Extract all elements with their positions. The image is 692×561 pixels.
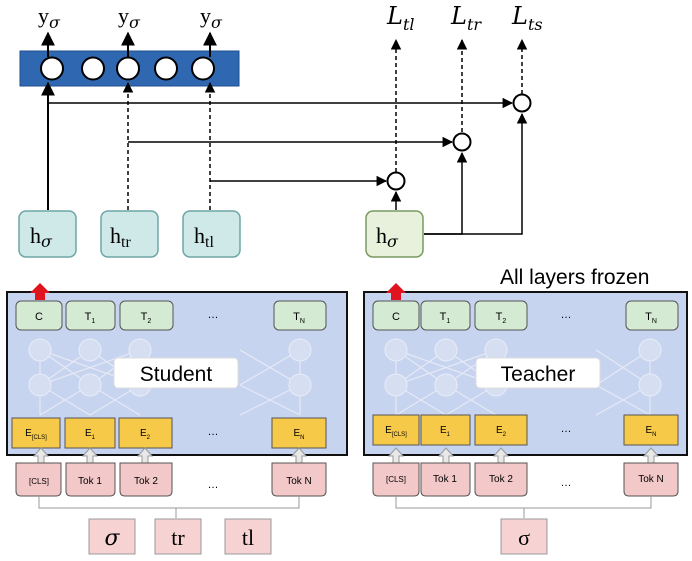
teacher-emb-ellipsis: … (561, 423, 572, 435)
student-input-tr: tr (171, 525, 185, 550)
student-emb-1: E1 (85, 428, 96, 441)
loss-tr-label: Ltr (450, 2, 482, 34)
teacher-top-1: T1 (440, 311, 451, 325)
student-name-box (113, 357, 239, 389)
teacher-name-box (475, 357, 601, 389)
teacher-model: C T1 T2 … TN Teacher E[CLS] E1 E2 … EN (363, 283, 688, 456)
student-input-tl: tl (242, 525, 254, 550)
student-input-boxes: σ tr tl (88, 518, 272, 555)
teacher-network-nodes (384, 338, 662, 397)
h-teacher-to-tr (424, 151, 468, 235)
student-top-ellipsis: … (208, 309, 219, 321)
output-node-1 (40, 56, 64, 81)
y-sigma-label-2: yσ (118, 3, 141, 32)
teacher-embeddings: E[CLS] E1 E2 … EN (372, 414, 679, 446)
teacher-input-box: σ (500, 518, 548, 555)
student-emb-0: E[CLS] (25, 428, 47, 441)
teacher-top-cells: C T1 T2 … TN (372, 300, 679, 331)
student-model: C T1 T2 … TN Student E[CLS] E1 E2 … EN (6, 283, 348, 456)
compare-node-ts (512, 93, 532, 113)
output-vector (19, 50, 240, 87)
teacher-emb-2: E2 (496, 425, 507, 438)
compare-node-tl (386, 171, 406, 191)
teacher-tok-2: Tok 2 (489, 474, 513, 485)
frozen-label: All layers frozen (500, 266, 649, 289)
output-node-2 (81, 56, 105, 81)
teacher-emb-0: E[CLS] (385, 425, 407, 438)
loss-ts-label: Lts (511, 2, 543, 34)
loss-tl-label: Ltl (386, 2, 414, 34)
y-sigma-label-3: yσ (200, 3, 223, 32)
teacher-emb-n: EN (645, 425, 656, 438)
student-top-cells: C T1 T2 … TN (15, 300, 327, 331)
h-tr-box: htr (100, 210, 159, 258)
teacher-input-bracket (395, 496, 652, 509)
h-sigma-teacher-label: hσ (376, 223, 399, 251)
teacher-tok-1: Tok 1 (433, 474, 457, 485)
student-top-2: T2 (141, 311, 152, 325)
h-sigma-teacher-box: hσ (365, 210, 424, 258)
student-input-tokens: [CLS] Tok 1 Tok 2 … Tok N (15, 462, 327, 497)
teacher-top-2: T2 (496, 311, 507, 325)
teacher-top-ellipsis: … (561, 309, 572, 321)
teacher-emb-1: E1 (440, 425, 451, 438)
student-output-red-arrow (30, 283, 50, 300)
h-sigma-student-box: hσ (18, 210, 77, 258)
output-node-5 (191, 56, 215, 81)
student-input-bracket (38, 496, 300, 509)
output-node-3 (116, 56, 140, 81)
y-sigma-label-1: yσ (38, 3, 61, 32)
teacher-tok-ellipsis: … (561, 477, 572, 489)
teacher-output-red-arrow (386, 283, 406, 300)
student-top-0: C (35, 311, 43, 323)
teacher-top-n: TN (645, 311, 657, 325)
student-name: Student (140, 363, 213, 386)
teacher-tok-n: Tok N (638, 474, 664, 485)
output-node-4 (154, 56, 178, 81)
teacher-tok-cls: [CLS] (386, 475, 406, 484)
h-tr-label: htr (110, 223, 131, 251)
student-tok-ellipsis: … (208, 479, 219, 491)
teacher-input-tokens: [CLS] Tok 1 Tok 2 … Tok N (372, 462, 679, 497)
student-tok-2: Tok 2 (134, 476, 158, 487)
student-top-1: T1 (85, 311, 96, 325)
y-output-labels: yσ yσ yσ (38, 3, 223, 32)
student-emb-n: EN (293, 428, 304, 441)
teacher-name: Teacher (501, 363, 576, 386)
student-top-n: TN (293, 311, 305, 325)
h-sigma-student-label: hσ (30, 223, 53, 251)
teacher-input-sigma: σ (518, 525, 530, 550)
h-teacher-to-ts (424, 112, 528, 235)
h-tl-label: htl (194, 223, 214, 251)
teacher-top-0: C (392, 311, 400, 323)
student-input-sigma: σ (104, 526, 120, 551)
student-emb-ellipsis: … (208, 426, 219, 438)
student-tok-n: Tok N (286, 476, 312, 487)
student-tok-cls: [CLS] (29, 477, 49, 486)
compare-node-tr (452, 132, 472, 152)
h-tl-box: htl (182, 210, 241, 258)
student-embeddings: E[CLS] E1 E2 … EN (11, 417, 327, 449)
student-tok-1: Tok 1 (78, 476, 102, 487)
student-emb-2: E2 (140, 428, 151, 441)
